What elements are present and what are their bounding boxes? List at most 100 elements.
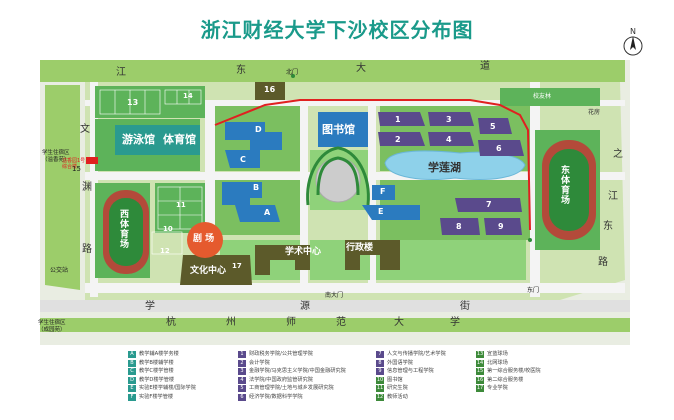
legend-text: 北网球场: [487, 359, 508, 366]
legend-text: 教学B楼辅学楼: [139, 359, 174, 366]
swimming-gym-building: [115, 125, 200, 155]
building-number[interactable]: 3: [446, 115, 452, 124]
east-sports-field: [542, 140, 596, 240]
legend-key: 17: [476, 385, 484, 393]
road-char: 师: [286, 317, 296, 328]
road-char: 路: [598, 257, 608, 268]
page-title: 浙江财经大学下沙校区分布图: [200, 18, 474, 42]
compass-label: N: [630, 27, 636, 36]
legend-key: 14: [476, 359, 484, 367]
student-apartment-top-label[interactable]: 学生住宿区 （溢香苑）: [42, 150, 70, 163]
purple-buildings: [378, 112, 524, 235]
central-plaza: [315, 157, 361, 203]
building-number[interactable]: 15: [72, 165, 81, 173]
west-field-label[interactable]: 西体育场: [120, 210, 130, 250]
building-number[interactable]: 8: [456, 222, 462, 231]
building-number[interactable]: 4: [446, 135, 452, 144]
building-number[interactable]: 11: [176, 201, 186, 209]
legend-key: 4: [238, 376, 246, 384]
swimming-label[interactable]: 游泳馆: [122, 133, 155, 146]
building-number[interactable]: 1: [395, 115, 401, 124]
building-number[interactable]: A: [264, 208, 271, 217]
legend-text: 图书馆: [387, 376, 403, 383]
south-gate-label[interactable]: 南大门: [325, 292, 344, 299]
north-outer-green: [40, 60, 625, 82]
legend-text: 经济学院/数据科学学院: [249, 393, 303, 400]
road-char: 大: [394, 317, 404, 328]
legend-text: 第二综合服务楼: [487, 376, 524, 383]
east-gate-label[interactable]: 东门: [527, 287, 540, 294]
road-char: 之: [613, 149, 623, 160]
legend-key: D: [128, 376, 136, 384]
building-number[interactable]: 5: [490, 122, 496, 131]
friend-forest-label[interactable]: 校友林: [533, 93, 552, 100]
legend-text: 外国语学院: [387, 359, 413, 366]
legend-text: 信息管理与工程学院: [387, 368, 434, 375]
legend-key: C: [128, 368, 136, 376]
road-char: 江: [116, 67, 126, 78]
legend-key: 3: [238, 368, 246, 376]
building-number[interactable]: D: [255, 125, 262, 134]
legend-text: 金融学院/马克思主义学院/中国金融研究院: [249, 368, 346, 375]
theatre-label[interactable]: 剧 场: [193, 234, 215, 244]
lake-label[interactable]: 学莲湖: [428, 161, 461, 174]
road-char: 州: [226, 317, 236, 328]
building-number[interactable]: 7: [486, 200, 492, 209]
library-building: [318, 112, 368, 147]
building-number[interactable]: C: [240, 155, 246, 164]
building-number[interactable]: 10: [163, 225, 173, 233]
building-number[interactable]: 13: [127, 98, 139, 107]
gym-label[interactable]: 体育馆: [163, 133, 196, 146]
road-char: 渊: [82, 182, 92, 193]
east-field-label[interactable]: 东体育场: [561, 166, 571, 206]
legend-text: 教学D楼学管楼: [139, 376, 175, 383]
legend-key: F: [128, 393, 136, 401]
north-compass-icon: N: [622, 26, 644, 64]
library-label[interactable]: 图书馆: [322, 123, 355, 136]
legend-text: 会计学院: [249, 359, 270, 366]
building-number[interactable]: B: [253, 183, 260, 192]
road-char: 东: [603, 221, 613, 232]
building-number[interactable]: 12: [160, 247, 170, 255]
building-number[interactable]: 16: [264, 85, 276, 94]
student-apartment-bottom-label[interactable]: 学生住宿区 （成园苑）: [38, 320, 66, 333]
admin-label[interactable]: 行政楼: [346, 243, 374, 253]
sports-court-13-14: [95, 86, 205, 118]
legend-key: 12: [376, 393, 384, 401]
legend-key: A: [128, 351, 136, 358]
legend-key: 6: [238, 393, 246, 401]
building-number[interactable]: E: [378, 207, 384, 216]
building-number[interactable]: 9: [498, 222, 504, 231]
theatre-building: [187, 222, 223, 258]
road-char: 学: [145, 301, 155, 312]
bus-stop-label[interactable]: 公交站: [50, 267, 69, 274]
court-10-11: [151, 186, 203, 255]
culture-center-label[interactable]: 文化中心: [190, 266, 227, 276]
building-number[interactable]: 17: [232, 262, 242, 270]
building-number[interactable]: 6: [496, 144, 502, 153]
building-number[interactable]: 2: [395, 135, 401, 144]
academic-center-label[interactable]: 学术中心: [285, 247, 322, 257]
flower-house-label[interactable]: 花房: [588, 109, 601, 116]
building-number[interactable]: F: [380, 187, 386, 196]
road-char: 东: [236, 65, 246, 76]
building-number[interactable]: 14: [183, 92, 193, 100]
legend-key: 1: [238, 351, 246, 358]
red-route-line: [214, 99, 531, 231]
legend-text: 实验F楼学管楼: [139, 393, 174, 400]
north-gate-label[interactable]: 北门: [286, 69, 299, 76]
